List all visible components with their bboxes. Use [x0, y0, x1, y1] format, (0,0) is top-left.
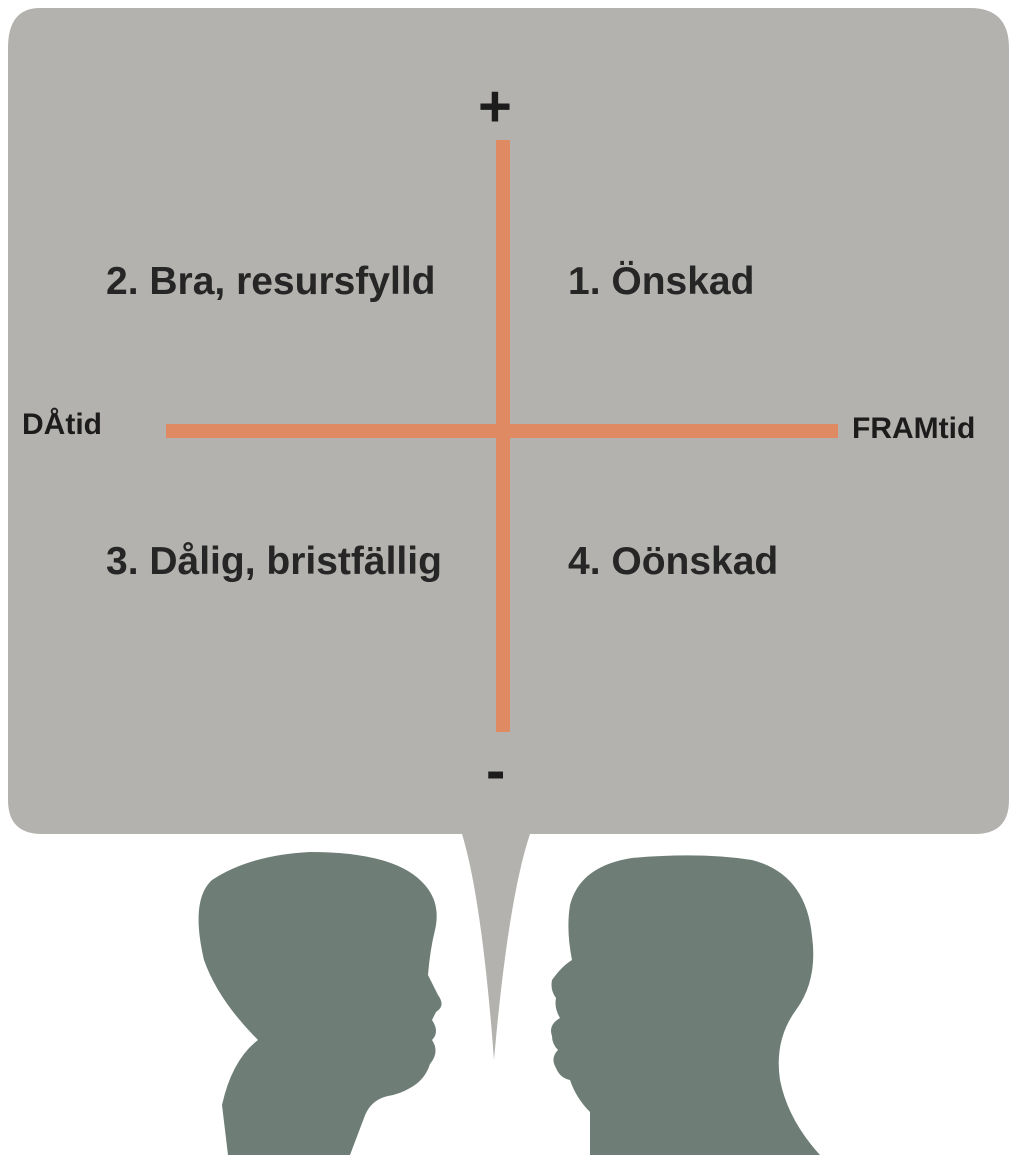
- quadrant-1-label: 1. Önskad: [568, 260, 755, 303]
- quadrant-4-label: 4. Oönskad: [568, 540, 779, 583]
- man-silhouette: [551, 855, 820, 1155]
- past-axis-label: DÅtid: [22, 408, 102, 441]
- future-axis-label: FRAMtid: [852, 412, 976, 445]
- horizontal-axis: [166, 424, 838, 438]
- plus-sign: +: [478, 74, 512, 139]
- minus-sign: -: [486, 738, 506, 803]
- quadrant-3-label: 3. Dålig, bristfällig: [106, 540, 442, 583]
- quadrant-2-label: 2. Bra, resursfylld: [106, 260, 436, 303]
- woman-silhouette: [198, 852, 442, 1155]
